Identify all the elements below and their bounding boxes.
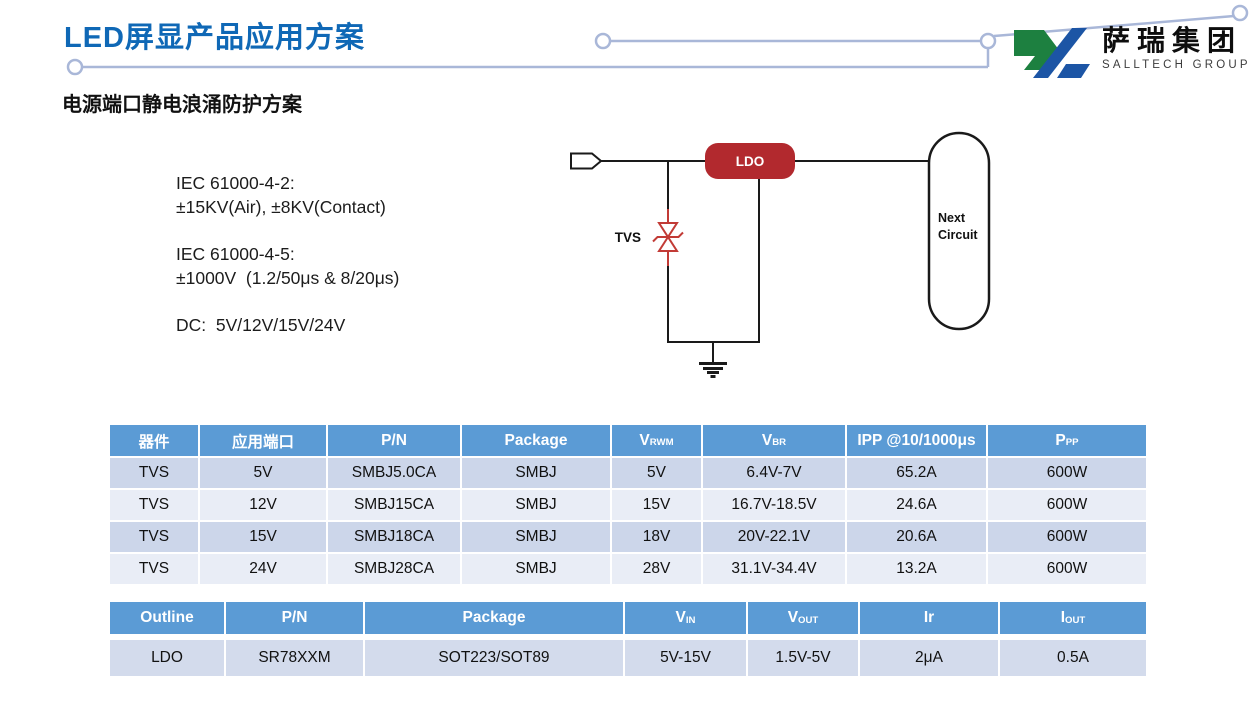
table-cell: 600W	[988, 552, 1148, 584]
ldo-label: LDO	[736, 154, 765, 169]
input-connector-icon	[570, 152, 603, 170]
table-cell: 2μA	[860, 640, 1000, 676]
table-cell: 0.5A	[1000, 640, 1148, 676]
table-cell: TVS	[110, 456, 200, 488]
table-cell: 20V-22.1V	[703, 520, 847, 552]
table-cell: 20.6A	[847, 520, 988, 552]
column-header: Package	[365, 602, 625, 634]
table-cell: SOT223/SOT89	[365, 640, 625, 676]
table-cell: SMBJ	[462, 552, 612, 584]
logo-name-en: SALLTECH GROUP	[1102, 59, 1251, 71]
table-cell: SMBJ18CA	[328, 520, 462, 552]
spec-line-iec5-value: ±1000V (1.2/50μs & 8/20μs)	[176, 268, 400, 288]
table-cell: TVS	[110, 520, 200, 552]
table-cell: 13.2A	[847, 552, 988, 584]
table-cell: SMBJ15CA	[328, 488, 462, 520]
table-cell: 18V	[612, 520, 703, 552]
circuit-diagram: TVS LDO Next Circuit	[570, 131, 991, 378]
table-cell: 600W	[988, 456, 1148, 488]
table-cell: 5V-15V	[625, 640, 748, 676]
spec-text-block: IEC 61000-4-2: ±15KV(Air), ±8KV(Contact)…	[176, 171, 399, 337]
table-cell: 12V	[200, 488, 328, 520]
spec-line-dc: DC: 5V/12V/15V/24V	[176, 315, 346, 335]
company-logo: 萨瑞集团 SALLTECH GROUP	[1010, 24, 1251, 80]
tvs-diode-icon	[652, 209, 684, 266]
next-circuit-label-line2: Circuit	[938, 228, 978, 242]
table-cell: 28V	[612, 552, 703, 584]
table-cell: 24V	[200, 552, 328, 584]
table-cell: 15V	[200, 520, 328, 552]
table-cell: SMBJ	[462, 520, 612, 552]
table-cell: 24.6A	[847, 488, 988, 520]
section-title: 电源端口静电浪涌防护方案	[62, 94, 302, 116]
table-cell: 15V	[612, 488, 703, 520]
next-circuit-label-line1: Next	[938, 211, 966, 225]
table-cell: 600W	[988, 488, 1148, 520]
table-cell: SMBJ	[462, 488, 612, 520]
column-header: P/N	[226, 602, 365, 634]
column-header: 器件	[110, 425, 200, 456]
table-cell: LDO	[110, 640, 226, 676]
column-header: Package	[462, 425, 612, 456]
table-cell: SMBJ5.0CA	[328, 456, 462, 488]
column-header: Outline	[110, 602, 226, 634]
ground-icon	[699, 362, 727, 378]
column-header: IPP @10/1000μs	[847, 425, 988, 456]
page-title: LED屏显产品应用方案	[64, 22, 366, 54]
table-cell: 1.5V-5V	[748, 640, 860, 676]
logo-text: 萨瑞集团 SALLTECH GROUP	[1102, 24, 1251, 71]
table-cell: SMBJ	[462, 456, 612, 488]
logo-name-cn: 萨瑞集团	[1102, 25, 1243, 56]
table-cell: 5V	[200, 456, 328, 488]
column-header: 应用端口	[200, 425, 328, 456]
circuit-wires	[601, 160, 929, 362]
connector-line-decoration	[66, 4, 1249, 76]
column-header: Ir	[860, 602, 1000, 634]
column-header: P/N	[328, 425, 462, 456]
tvs-label: TVS	[615, 230, 641, 245]
table-cell: 65.2A	[847, 456, 988, 488]
spec-line-iec2-title: IEC 61000-4-2:	[176, 173, 295, 193]
table-cell: 600W	[988, 520, 1148, 552]
table-cell: 31.1V-34.4V	[703, 552, 847, 584]
table-cell: SMBJ28CA	[328, 552, 462, 584]
table-cell: 16.7V-18.5V	[703, 488, 847, 520]
table-cell: 6.4V-7V	[703, 456, 847, 488]
table-cell: TVS	[110, 488, 200, 520]
table-cell: 5V	[612, 456, 703, 488]
table-cell: TVS	[110, 552, 200, 584]
spec-line-iec5-title: IEC 61000-4-5:	[176, 244, 295, 264]
ldo-table-row: LDO SR78XXM SOT223/SOT89 5V-15V 1.5V-5V …	[110, 640, 1148, 676]
ldo-block	[705, 143, 795, 179]
spec-line-iec2-value: ±15KV(Air), ±8KV(Contact)	[176, 197, 386, 217]
next-circuit-block	[927, 131, 991, 331]
salltech-logo-icon	[1014, 28, 1090, 78]
table-cell: SR78XXM	[226, 640, 365, 676]
